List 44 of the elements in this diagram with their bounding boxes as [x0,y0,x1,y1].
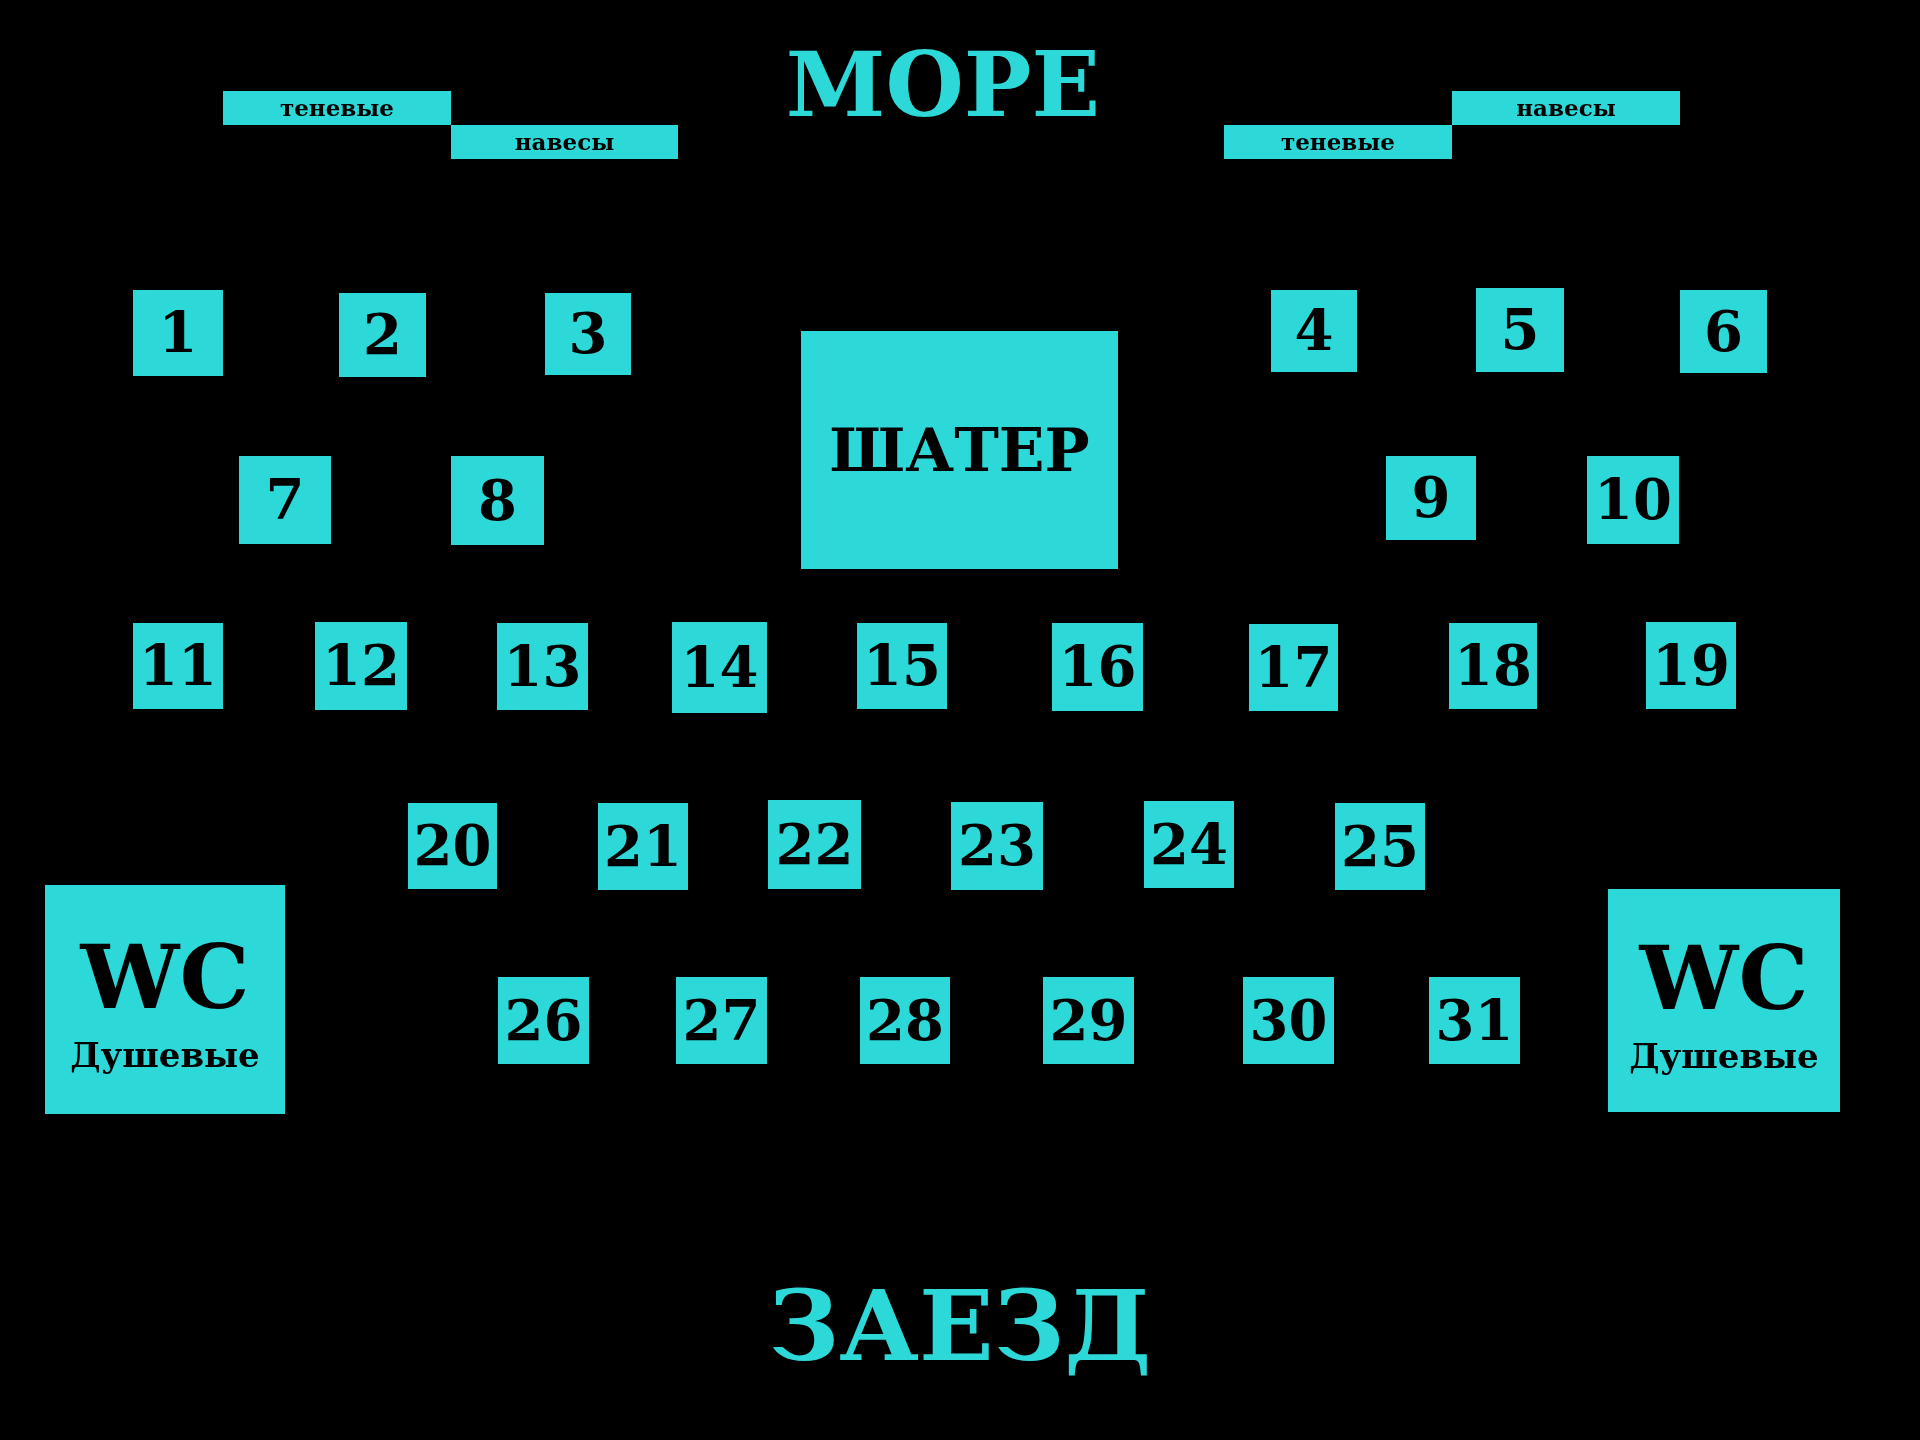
numbered-plot: 1 [133,290,223,376]
numbered-plot: 12 [315,622,407,710]
numbered-plot: 31 [1429,977,1520,1064]
numbered-plot: 8 [451,456,544,545]
numbered-plot: 24 [1144,801,1234,888]
numbered-plot: 26 [498,977,589,1064]
numbered-plot: 9 [1386,456,1476,540]
numbered-plot: 28 [860,977,950,1064]
numbered-plot: 6 [1680,290,1767,373]
numbered-plot: 20 [408,803,497,889]
numbered-plot: 4 [1271,290,1357,372]
wc-heading: WC [80,924,250,1032]
numbered-plot: 2 [339,293,426,377]
numbered-plot: 27 [676,977,767,1064]
tent-area: ШАТЕР [801,331,1118,569]
numbered-plot: 11 [133,623,223,709]
shower-label: Душевые [70,1034,260,1077]
wc-heading: WC [1639,925,1809,1033]
numbered-plot: 13 [497,623,588,710]
shade-canopy-bar: теневые [1224,125,1452,159]
numbered-plot: 10 [1587,456,1679,544]
wc-shower-block [1608,889,1840,1112]
entrance-label: ЗАЕЗД [768,1267,1152,1385]
wc-shower-block [45,885,285,1114]
sea-label: МОРЕ [785,30,1101,139]
shade-canopy-bar: теневые [223,91,451,125]
numbered-plot: 15 [857,623,947,709]
numbered-plot: 19 [1646,622,1736,709]
numbered-plot: 14 [672,622,767,713]
numbered-plot: 16 [1052,623,1143,711]
numbered-plot: 22 [768,800,861,889]
numbered-plot: 25 [1335,803,1425,890]
numbered-plot: 29 [1043,977,1134,1064]
numbered-plot: 23 [951,802,1043,890]
shade-canopy-bar: навесы [451,125,678,159]
shower-label: Душевые [1629,1035,1819,1078]
numbered-plot: 17 [1249,624,1338,711]
numbered-plot: 21 [598,803,688,890]
numbered-plot: 30 [1243,977,1334,1064]
numbered-plot: 18 [1449,623,1537,709]
numbered-plot: 7 [239,456,331,544]
numbered-plot: 3 [545,293,631,375]
shade-canopy-bar: навесы [1452,91,1680,125]
numbered-plot: 5 [1476,288,1564,372]
